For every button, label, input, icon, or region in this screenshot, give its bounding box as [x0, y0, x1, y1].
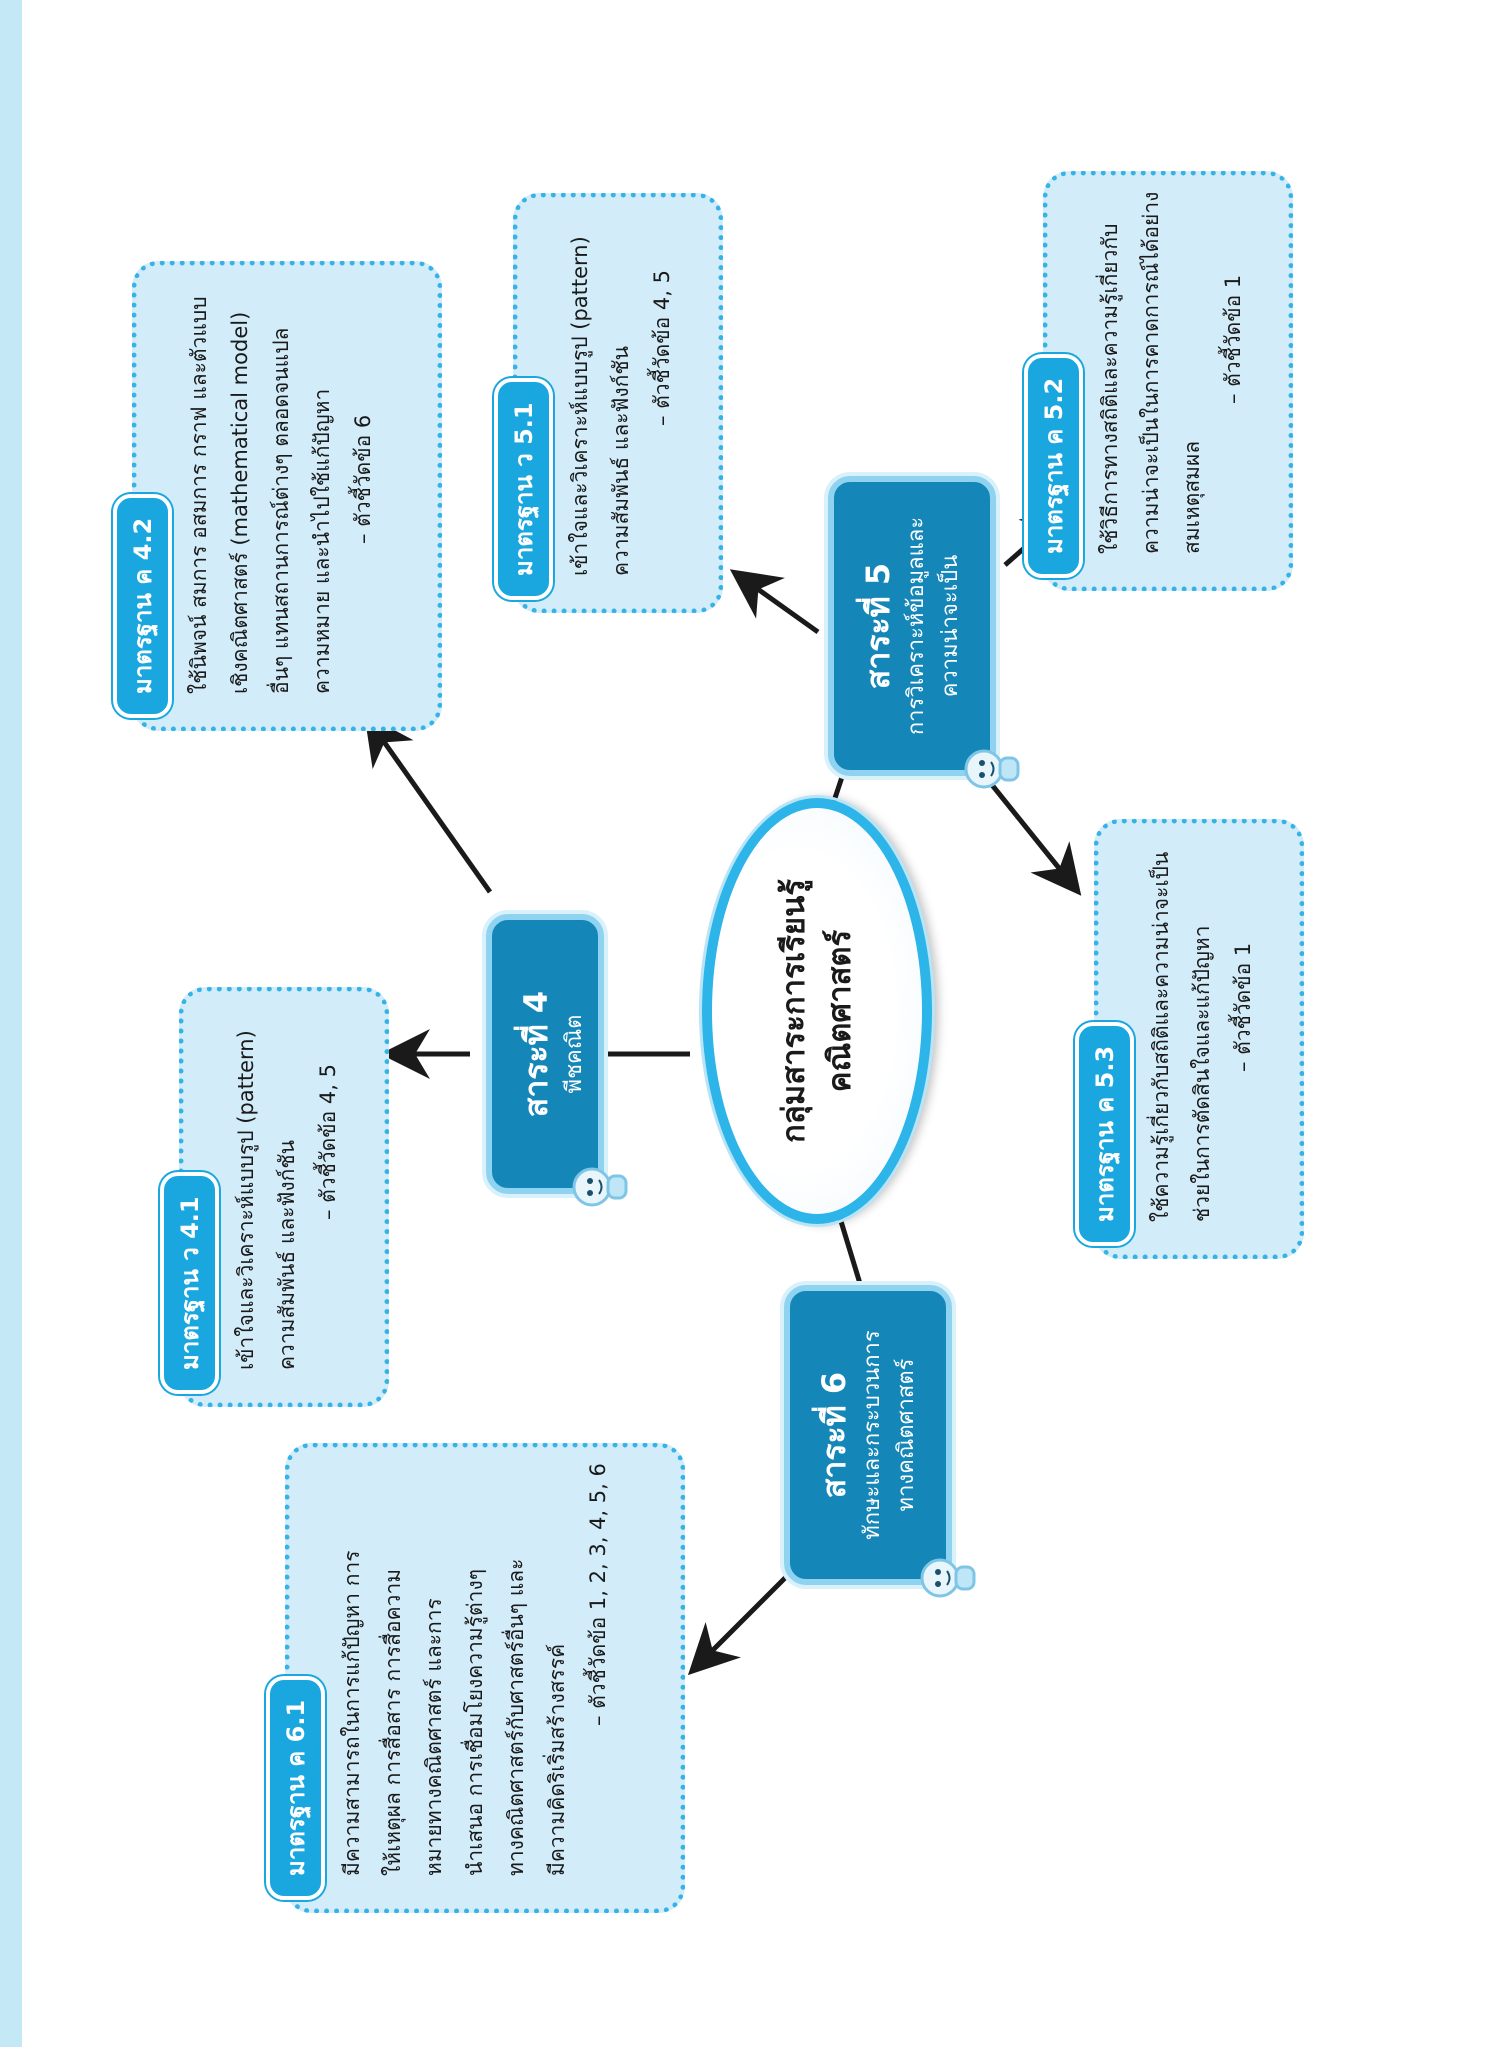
standard-text-line: เข้าใจและวิเคราะห์แบบรูป (pattern)	[234, 1030, 258, 1370]
indicator-text: – ตัวชี้วัดข้อ 1	[1221, 274, 1245, 404]
standard-text-line: ช่วยในการตัดสินใจและแก้ปัญหา	[1190, 925, 1214, 1222]
standard-text-line: มีความคิดริเริ่มสร้างสรรค์	[545, 1643, 569, 1876]
standard-badge: มาตรฐาน ค 6.1	[266, 1675, 325, 1900]
standard-6-1-box: มาตรฐาน ค 6.1 มีความสามารถในการแก้ปัญหา …	[266, 1443, 685, 1913]
strand-6-subtitle-line2: ทางคณิตศาสตร์	[894, 1358, 919, 1512]
standard-text-line: สมเหตุสมผล	[1180, 440, 1204, 554]
standard-badge: มาตรฐาน ว 4.1	[160, 1172, 219, 1394]
standard-text-line: เข้าใจและวิเคราะห์แบบรูป (pattern)	[568, 236, 592, 576]
standard-text-line: ใช้นิพจน์ สมการ อสมการ กราฟ และตัวแบบ	[187, 296, 211, 694]
indicator-text: – ตัวชี้วัดข้อ 6	[351, 414, 375, 544]
standard-4-2-box: มาตรฐาน ค 4.2 ใช้นิพจน์ สมการ อสมการ กรา…	[113, 261, 442, 731]
standard-text-line: ความน่าจะเป็นในการคาดการณ์ได้อย่าง	[1139, 191, 1163, 554]
standard-text-line: หมายทางคณิตศาสตร์ และการ	[422, 1598, 446, 1876]
standard-badge: มาตรฐาน ค 5.3	[1075, 1021, 1134, 1246]
strand-6-box: สาระที่ 6 ทักษะและกระบวนการ ทางคณิตศาสตร…	[784, 1285, 976, 1598]
standard-badge: มาตรฐาน ค 4.2	[113, 493, 172, 718]
standard-text-line: ให้เหตุผล การสื่อสาร การสื่อความ	[381, 1568, 405, 1876]
strand-5-title: สาระที่ 5	[859, 562, 897, 690]
standard-text-line: เชิงคณิตศาสตร์ (mathematical model)	[228, 311, 252, 694]
standard-5-1-box: มาตรฐาน ว 5.1 เข้าใจและวิเคราะห์แบบรูป (…	[494, 193, 723, 613]
center-title-line2: คณิตศาสตร์	[822, 929, 858, 1093]
mascot-icon	[920, 1558, 976, 1598]
mascot-icon	[964, 749, 1020, 789]
standard-text-line: ความสัมพันธ์ และฟังก์ชัน	[275, 1140, 299, 1370]
standard-text-line: ความสัมพันธ์ และฟังก์ชัน	[609, 346, 633, 576]
page-margin-band	[0, 0, 22, 2047]
arrow-strand4-std42	[364, 713, 493, 894]
standard-4-1-box: มาตรฐาน ว 4.1 เข้าใจและวิเคราะห์แบบรูป (…	[160, 987, 389, 1407]
indicator-text: – ตัวชี้วัดข้อ 4, 5	[650, 269, 674, 426]
indicator-text: – ตัวชี้วัดข้อ 1	[1231, 942, 1255, 1072]
center-title-line1: กลุ่มสาระการเรียนรู้	[776, 879, 812, 1143]
center-topic-ellipse: กลุ่มสาระการเรียนรู้ คณิตศาสตร์	[702, 798, 932, 1224]
indicator-text: – ตัวชี้วัดข้อ 1, 2, 3, 4, 5, 6	[586, 1463, 610, 1726]
arrow-strand5-std53	[978, 768, 1082, 896]
mascot-icon	[572, 1167, 628, 1207]
strand-4-subtitle: พีชคณิต	[562, 1014, 587, 1094]
standard-text-line: นำเสนอ การเชื่อมโยงความรู้ต่างๆ	[463, 1568, 487, 1876]
strand-5-box: สาระที่ 5 การวิเคราะห์ข้อมูลและ ความน่าจ…	[828, 476, 1020, 789]
standard-text-line: ทางคณิตศาสตร์กับศาสตร์อื่นๆ และ	[504, 1558, 528, 1876]
arrow-strand6-std61	[687, 1571, 792, 1676]
strand-6-title: สาระที่ 6	[815, 1371, 853, 1499]
arrow-strand5-std51	[729, 569, 820, 635]
standard-text-line: อื่นๆ แทนสถานการณ์ต่างๆ ตลอดจนแปล	[269, 327, 293, 694]
standard-text-line: ใช้ความรู้เกี่ยวกับสถิติและความน่าจะเป็น	[1149, 851, 1173, 1222]
standard-text-line: มีความสามารถในการแก้ปัญหา การ	[340, 1550, 364, 1876]
standard-badge: มาตรฐาน ค 5.2	[1024, 353, 1083, 578]
indicator-text: – ตัวชี้วัดข้อ 4, 5	[316, 1063, 340, 1220]
standard-5-2-box: มาตรฐาน ค 5.2 ใช้วิธีการทางสถิติและความร…	[1024, 171, 1293, 591]
strand-5-subtitle-line2: ความน่าจะเป็น	[938, 554, 963, 698]
standard-5-3-box: มาตรฐาน ค 5.3 ใช้ความรู้เกี่ยวกับสถิติแล…	[1075, 819, 1304, 1259]
strand-4-title: สาระที่ 4	[517, 990, 555, 1118]
standard-badge: มาตรฐาน ว 5.1	[494, 378, 553, 600]
strand-6-subtitle-line1: ทักษะและกระบวนการ	[860, 1330, 885, 1540]
strand-4-box: สาระที่ 4 พีชคณิต	[486, 914, 628, 1207]
standard-text-line: ความหมาย และนำไปใช้แก้ปัญหา	[310, 388, 334, 694]
standard-text-line: ใช้วิธีการทางสถิติและความรู้เกี่ยวกับ	[1098, 223, 1122, 554]
strand-5-subtitle-line1: การวิเคราะห์ข้อมูลและ	[904, 516, 929, 736]
